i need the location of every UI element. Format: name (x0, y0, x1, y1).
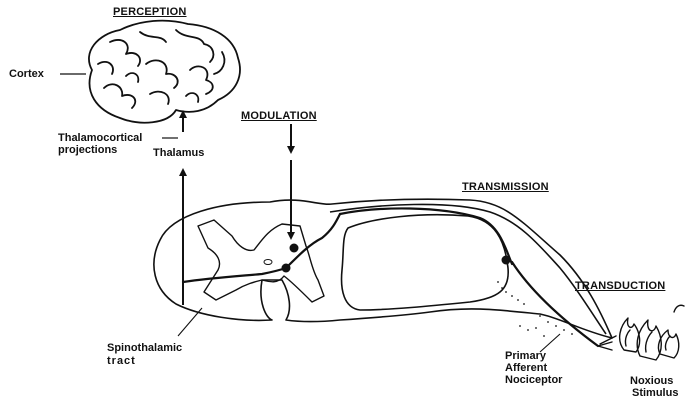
dorsal-root-ganglion (502, 256, 511, 265)
afferent-label: Afferent (505, 362, 547, 374)
stimulus-label: Stimulus (632, 387, 678, 399)
cortex-label: Cortex (9, 68, 44, 80)
perception-heading: PERCEPTION (113, 6, 187, 18)
nerve-stipple (497, 281, 573, 337)
tract-label: tract (107, 355, 136, 367)
spinothalamic-leader-line (178, 308, 202, 336)
thalamus-label: Thalamus (153, 147, 204, 159)
afferent-nociceptor-fibre (183, 208, 598, 346)
projections-label: projections (58, 144, 117, 156)
spinal-cord (154, 199, 612, 338)
brain-icon (89, 21, 240, 123)
dorsal-horn-synapse (282, 264, 291, 273)
primary-label: Primary (505, 350, 546, 362)
central-canal (264, 260, 272, 265)
flame-icon (620, 305, 684, 360)
thalamocortical-label: Thalamocortical (58, 132, 142, 144)
nociceptor-label: Nociceptor (505, 374, 562, 386)
nerve-endings (598, 336, 616, 350)
modulation-heading: MODULATION (241, 110, 317, 122)
modulation-synapse (290, 244, 299, 253)
spinothalamic-label: Spinothalamic (107, 342, 182, 354)
noxious-label: Noxious (630, 375, 673, 387)
transmission-heading: TRANSMISSION (462, 181, 549, 193)
transduction-heading: TRANSDUCTION (575, 280, 665, 292)
